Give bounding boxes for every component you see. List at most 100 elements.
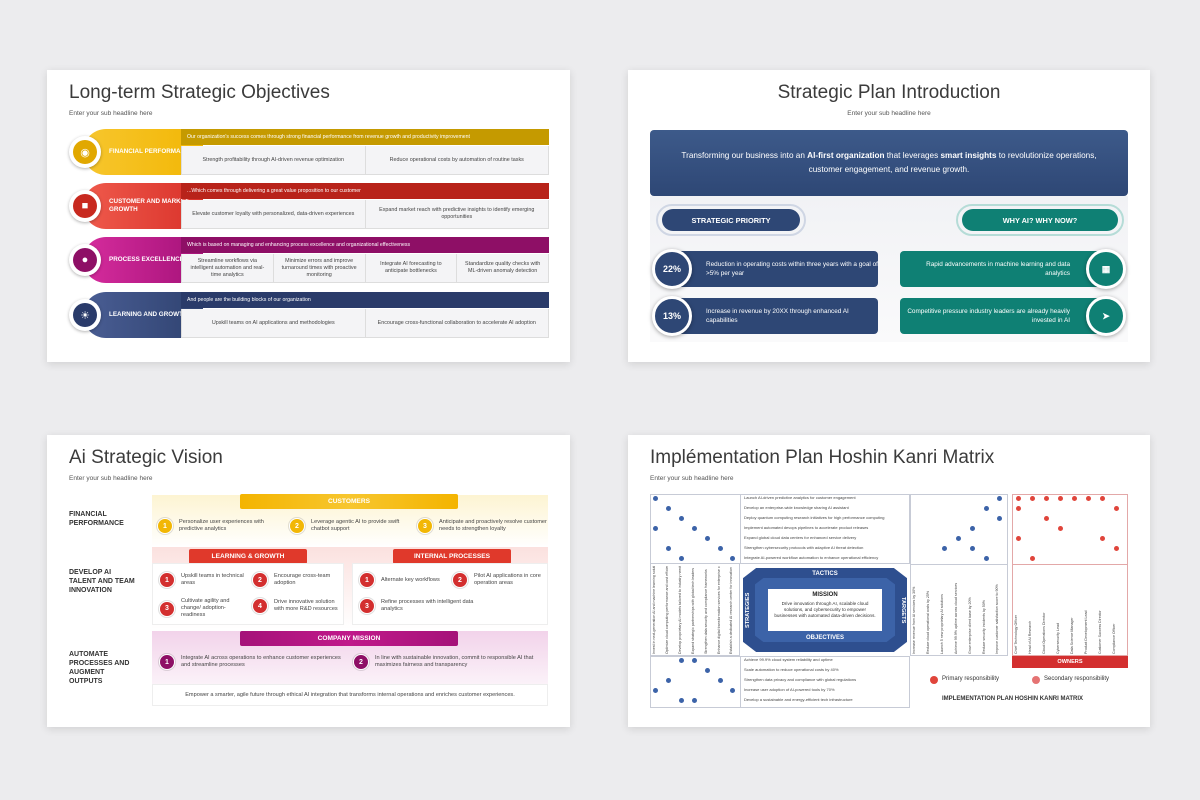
objective-cells: Strength profitability through AI-driven… xyxy=(181,146,549,175)
number-badge: 2 xyxy=(289,518,305,534)
matrix-dot xyxy=(1058,496,1063,501)
chart-board-icon: ▦ xyxy=(1086,249,1126,289)
slide-subtitle: Enter your sub headline here xyxy=(69,475,153,482)
matrix-dot xyxy=(666,506,671,511)
objective-row-customer: CUSTOMER AND MARKET GROWTH ■ ...Which co… xyxy=(69,183,549,229)
intro-banner: Transforming our business into an AI-fir… xyxy=(650,130,1128,196)
matrix-dot xyxy=(730,688,735,693)
target-col: Increase revenue from AI services by 30% xyxy=(912,586,916,654)
strategy-col: Strengthen data security and compliance … xyxy=(704,569,708,654)
matrix-dot xyxy=(705,536,710,541)
learning-header: LEARNING & GROWTH xyxy=(189,549,307,564)
customers-header: CUSTOMERS xyxy=(240,494,458,509)
number-badge: 3 xyxy=(159,600,175,617)
slide-strategic-plan-intro[interactable]: Strategic Plan Introduction Enter your s… xyxy=(628,70,1150,362)
owner-col: Product Development Lead xyxy=(1084,610,1088,654)
matrix-dot xyxy=(1016,506,1021,511)
objective-row-financial: FINANCIAL PERFORMANCE ◉ Our organization… xyxy=(69,129,549,175)
target-col: Grow enterprise client base by 20% xyxy=(968,597,972,654)
tactic-row: Deploy quantum computing research initia… xyxy=(744,515,885,520)
why-ai-item: Competitive pressure industry leaders ar… xyxy=(900,298,1108,334)
slide-subtitle: Enter your sub headline here xyxy=(69,110,153,117)
matrix-dot xyxy=(692,698,697,703)
objective-row-process: PROCESS EXCELLENCE ● Which is based on m… xyxy=(69,237,549,283)
objective-icon-circle: ■ xyxy=(69,190,101,222)
owner-col: Compliance Officer xyxy=(1112,623,1116,655)
matrix-dot xyxy=(1086,496,1091,501)
mission-text: Drive innovation through AI, scalable cl… xyxy=(774,601,876,618)
strategy-col: Optimize cloud computing performance and… xyxy=(665,566,669,654)
matrix-dot xyxy=(679,556,684,561)
matrix-dot xyxy=(1044,516,1049,521)
objective-icon-circle: ● xyxy=(69,244,101,276)
objective-cells: Streamline workflows via intelligent aut… xyxy=(181,254,549,283)
coin-icon: ◉ xyxy=(73,140,97,164)
matrix-dot xyxy=(942,546,947,551)
tactic-row: Expand global cloud data centers for enh… xyxy=(744,535,857,540)
objective-cell: Encourage cross-functional collaboration… xyxy=(377,319,536,326)
lightbulb-icon: ☀ xyxy=(73,303,97,327)
vision-row-label: FINANCIAL PERFORMANCE xyxy=(69,511,124,527)
objective-cell: Standardize quality checks with ML-drive… xyxy=(465,261,541,274)
primary-legend-dot xyxy=(930,676,938,684)
objective-cell: Minimize errors and improve turnaround t… xyxy=(274,254,366,282)
strategy-col: Enhance digital transformation services … xyxy=(717,566,721,654)
objective-bar-text: Which is based on managing and enhancing… xyxy=(181,237,549,253)
strategy-col: Invest in next-generation AI and machine… xyxy=(652,566,656,654)
secondary-legend-dot xyxy=(1032,676,1040,684)
matrix-dot xyxy=(1030,556,1035,561)
objective-icon-circle: ◉ xyxy=(69,136,101,168)
slide-title: Implémentation Plan Hoshin Kanri Matrix xyxy=(650,447,995,468)
target-col: Achieve 99.9% uptime across cloud servic… xyxy=(954,582,958,654)
targets-grid xyxy=(910,494,1008,656)
internal-box xyxy=(352,563,548,625)
slide-long-term-objectives[interactable]: Long-term Strategic Objectives Enter you… xyxy=(47,70,570,362)
priority-item: Reduction in operating costs within thre… xyxy=(668,251,878,287)
matrix-dot xyxy=(692,526,697,531)
tactic-row: Develop an enterprise-wide knowledge sha… xyxy=(744,505,849,510)
secondary-legend-label: Secondary responsibility xyxy=(1044,676,1110,682)
number-badge: 3 xyxy=(417,518,433,534)
objective-row: Achieve 99.9% cloud system reliability a… xyxy=(744,657,833,662)
matrix-dot xyxy=(1114,546,1119,551)
vision-row-label: DEVELOP AI TALENT AND TEAM INNOVATION xyxy=(69,569,135,594)
matrix-dot xyxy=(970,546,975,551)
objective-cell: Expand market reach with predictive insi… xyxy=(379,207,535,220)
target-col: Reduce cloud operational costs by 25% xyxy=(926,590,930,654)
slide-hoshin-kanri-matrix[interactable]: Implémentation Plan Hoshin Kanri Matrix … xyxy=(628,435,1150,727)
matrix-dot xyxy=(730,556,735,561)
owners-grid xyxy=(1012,494,1128,656)
mission-footer: Empower a smarter, agile future through … xyxy=(152,684,548,706)
target-col: Launch 5 new proprietary AI solutions xyxy=(940,594,944,654)
objectives-grid xyxy=(650,656,910,708)
runner-icon: ➤ xyxy=(1086,296,1126,336)
mission-box xyxy=(768,589,882,631)
objective-cells: Upskill teams on AI applications and met… xyxy=(181,309,549,338)
matrix-dot xyxy=(1016,496,1021,501)
objective-cell: Streamline workflows via intelligent aut… xyxy=(182,254,274,282)
matrix-dot xyxy=(997,516,1002,521)
tactics-label: TACTICS xyxy=(812,571,838,577)
tactics-grid xyxy=(650,494,910,564)
presentation-icon: ■ xyxy=(73,194,97,218)
matrix-dot xyxy=(956,536,961,541)
slide-ai-strategic-vision[interactable]: Ai Strategic Vision Enter your sub headl… xyxy=(47,435,570,727)
vision-row-label: AUTOMATE PROCESSES AND AUGMENT OUTPUTS xyxy=(69,651,130,685)
matrix-dot xyxy=(1058,526,1063,531)
learning-box xyxy=(152,563,344,625)
matrix-dot xyxy=(666,546,671,551)
number-badge: 1 xyxy=(159,572,175,588)
why-ai-pill: WHY AI? WHY NOW? xyxy=(956,204,1124,236)
priority-value-badge: 13% xyxy=(652,296,692,336)
objective-cell: Upskill teams on AI applications and met… xyxy=(182,309,366,337)
slide-title: Strategic Plan Introduction xyxy=(777,82,1001,103)
number-badge: 1 xyxy=(157,518,173,534)
matrix-dot xyxy=(718,678,723,683)
